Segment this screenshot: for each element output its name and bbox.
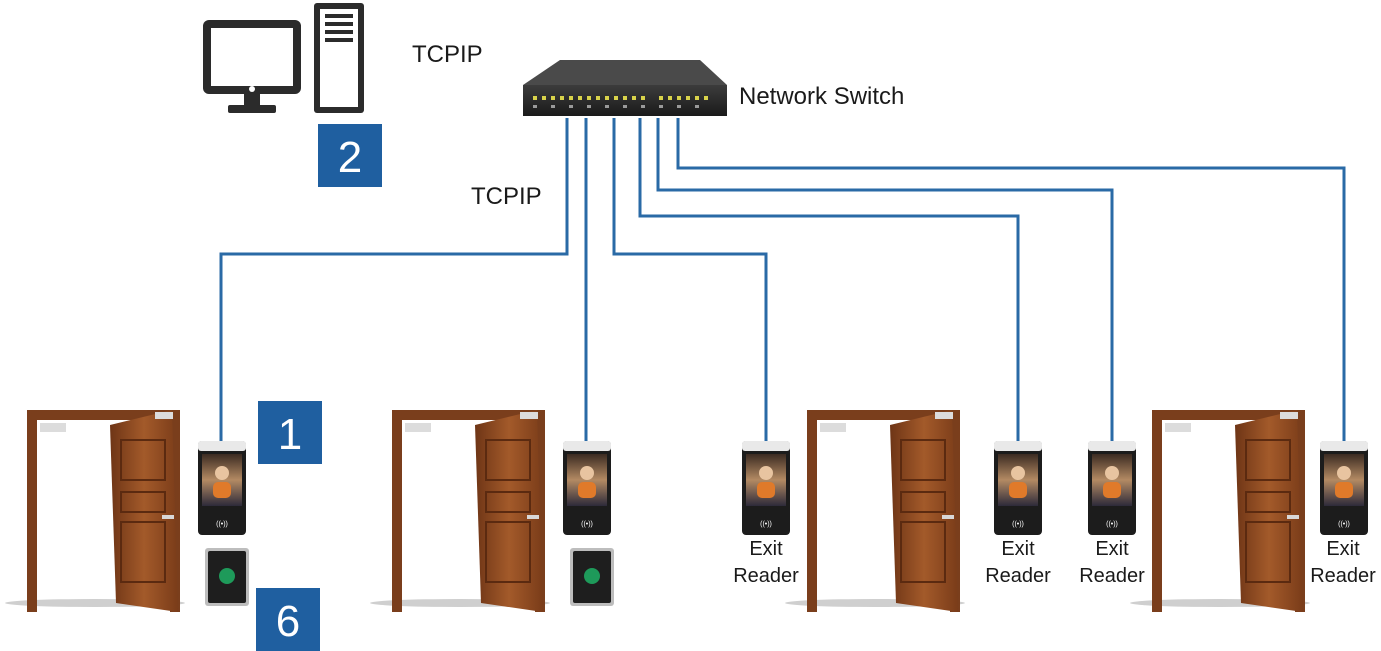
svg-text:((•)): ((•))	[216, 521, 228, 528]
exit-reader-label-1: Exit Reader	[733, 538, 799, 587]
exit-reader-terminal-1: ((•))	[742, 441, 790, 535]
exit-reader-terminal-4: ((•))	[1320, 441, 1368, 535]
server-tower-icon	[314, 3, 364, 113]
badge-button-number: 6	[276, 597, 300, 646]
cable-exit-reader-3	[656, 118, 1114, 441]
svg-text:((•)): ((•))	[1012, 521, 1024, 528]
badge-button: 6	[256, 588, 320, 651]
badge-terminal-number: 1	[278, 410, 302, 459]
exit-button-1	[205, 548, 249, 606]
svg-text:Reader: Reader	[985, 565, 1051, 587]
svg-text:((•)): ((•))	[1106, 521, 1118, 528]
cable-terminal-1	[219, 118, 569, 441]
exit-reader-label-4: Exit Reader	[1310, 538, 1376, 587]
door-3	[785, 410, 965, 612]
cable-exit-reader-2	[638, 118, 1020, 441]
exit-reader-label-2: Exit Reader	[985, 538, 1051, 587]
svg-text:Exit: Exit	[1001, 538, 1035, 560]
exit-reader-label-3: Exit Reader	[1079, 538, 1145, 587]
door-4	[1130, 410, 1310, 612]
badge-pc: 2	[318, 124, 382, 187]
svg-text:Reader: Reader	[733, 565, 799, 587]
face-terminal-2: ((•))	[563, 441, 611, 535]
svg-text:Reader: Reader	[1079, 565, 1145, 587]
network-switch-icon	[523, 60, 727, 116]
network-switch-label: Network Switch	[739, 83, 904, 110]
badge-terminal: 1	[258, 401, 322, 464]
exit-reader-terminal-3: ((•))	[1088, 441, 1136, 535]
badge-pc-number: 2	[338, 133, 362, 182]
svg-text:((•)): ((•))	[760, 521, 772, 528]
cable-exit-reader-1	[612, 118, 768, 441]
exit-button-2	[570, 548, 614, 606]
svg-text:Exit: Exit	[749, 538, 783, 560]
tcpip-label-mid: TCPIP	[471, 183, 542, 210]
exit-reader-terminal-2: ((•))	[994, 441, 1042, 535]
cable-exit-reader-4	[676, 118, 1346, 441]
tcpip-label-top: TCPIP	[412, 41, 483, 68]
network-cables	[219, 118, 1346, 441]
door-2	[370, 410, 550, 612]
svg-text:((•)): ((•))	[581, 521, 593, 528]
door-1	[5, 410, 185, 612]
svg-text:((•)): ((•))	[1338, 521, 1350, 528]
svg-text:Exit: Exit	[1326, 538, 1360, 560]
svg-text:Exit: Exit	[1095, 538, 1129, 560]
svg-text:Reader: Reader	[1310, 565, 1376, 587]
face-terminal-1: ((•))	[198, 441, 246, 535]
computer-icon	[203, 20, 301, 113]
